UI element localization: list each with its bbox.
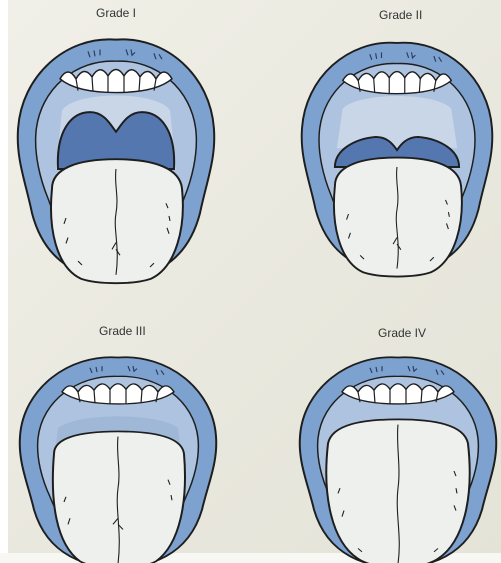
mouth-grade-3 [20,357,217,563]
mouth-grade-1 [18,39,215,283]
mouth-grade-4 [300,357,497,563]
mouth-grade-2 [302,43,493,277]
